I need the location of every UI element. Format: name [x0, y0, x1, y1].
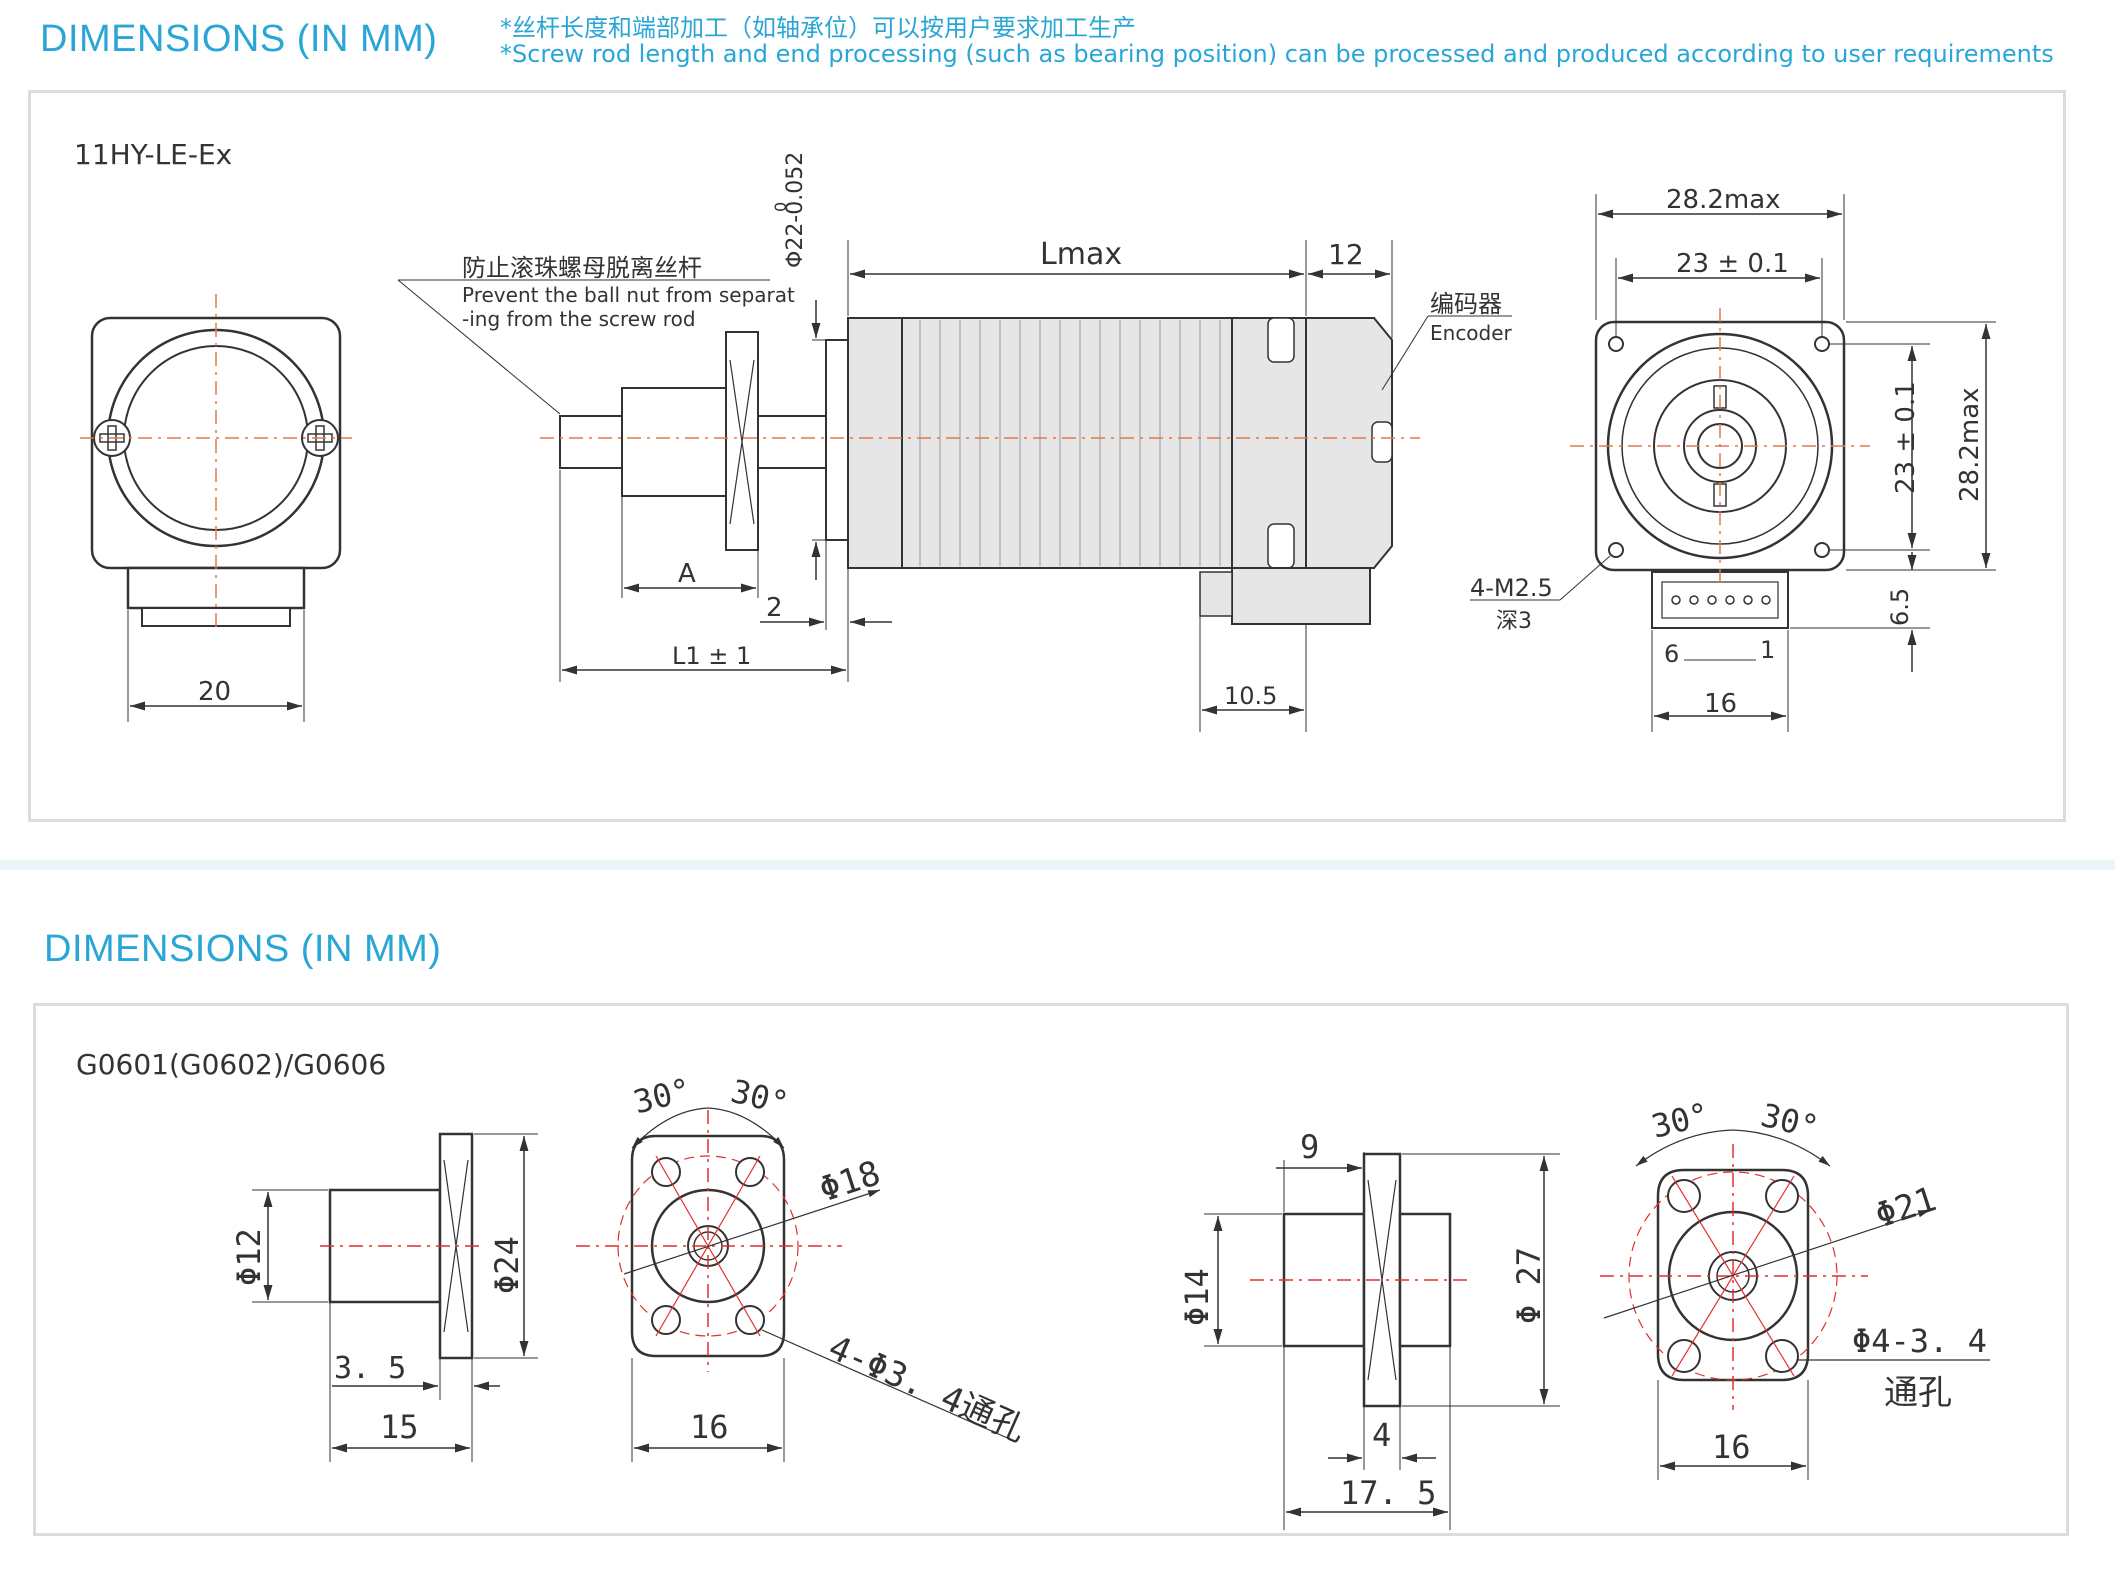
angle-a: 30° [630, 1070, 695, 1121]
dim-16a: 16 [690, 1408, 729, 1446]
hole-a1 [651, 1157, 681, 1187]
dim-15: 15 [380, 1408, 419, 1446]
dim-2: 2 [766, 593, 783, 623]
holes-b2: 通孔 [1884, 1373, 1952, 1413]
phi24: Φ24 [488, 1236, 526, 1294]
dim-16b: 16 [1712, 1428, 1751, 1466]
dim-9: 9 [1300, 1128, 1319, 1166]
note-cn: *丝杆长度和端部加工（如轴承位）可以按用户要求加工生产 [500, 14, 1136, 42]
angle-d: 30° [1757, 1096, 1822, 1147]
hole-a4 [735, 1305, 765, 1335]
phi14: Φ14 [1178, 1268, 1216, 1326]
pin-6: 6 [1664, 640, 1679, 668]
angle-b: 30° [727, 1072, 792, 1123]
mount-hole-tr [1814, 336, 1830, 352]
model-label-top: 11HY-LE-Ex [74, 138, 232, 171]
motor-fins [919, 320, 1221, 566]
phi22-label: Φ22-0.052 [783, 152, 808, 268]
dim-10-5: 10.5 [1224, 682, 1277, 710]
nut-b-side: Φ14 Φ 27 9 4 17. 5 [1178, 1128, 1560, 1530]
nut-a-front: 30° 30° Φ18 4-Φ3. 4通孔 16 [576, 1070, 1032, 1462]
callout-cn: 防止滚珠螺母脱离丝杆 [462, 254, 702, 282]
dim-12: 12 [1328, 238, 1364, 271]
model-label-bottom: G0601(G0602)/G0606 [76, 1048, 386, 1081]
phi22-dim: Φ22-0.052 0 [771, 152, 848, 580]
dim-Lmax: Lmax [1040, 237, 1122, 272]
dim-17-5: 17. 5 [1340, 1474, 1436, 1512]
dim-L1: L1 ± 1 [672, 642, 751, 670]
dim-A: A [678, 559, 696, 589]
section-divider [0, 860, 2115, 870]
rear-view-right: 28.2max 23 ± 0.1 23 ± 0.1 28.2max 6.5 4-… [1470, 185, 1996, 732]
angle-c: 30° [1648, 1095, 1713, 1146]
phi27: Φ 27 [1510, 1247, 1548, 1324]
hole-a3 [651, 1305, 681, 1335]
note-en: *Screw rod length and end processing (su… [500, 40, 2054, 68]
dim-4: 4 [1372, 1416, 1391, 1454]
mount-hole-bl [1608, 542, 1624, 558]
hole-a2 [735, 1157, 765, 1187]
holes-b1: Φ4-3. 4 [1852, 1322, 1987, 1360]
mount-hole-tl [1608, 336, 1624, 352]
front-view-left: 20 [80, 294, 352, 722]
nut-a-side: Φ12 Φ24 3. 5 15 [230, 1132, 538, 1462]
pin-1: 1 [1760, 636, 1775, 664]
nut-b-front: 30° 30° Φ21 Φ4-3. 4 通孔 16 [1600, 1095, 1990, 1480]
phi22-upper: 0 [771, 202, 790, 212]
encoder-en: Encoder [1430, 321, 1513, 345]
dim-28max-top: 28.2max [1666, 185, 1781, 215]
screw-spec: 4-M2.5 [1470, 574, 1553, 602]
dim-16-top: 16 [1704, 689, 1737, 719]
dim-6-5: 6.5 [1886, 588, 1914, 626]
phi12: Φ12 [230, 1228, 268, 1286]
encoder-cn: 编码器 [1430, 290, 1502, 318]
holes-a: 4-Φ3. 4通孔 [822, 1328, 1031, 1450]
callout-en1: Prevent the ball nut from separat [462, 283, 795, 307]
section2-title: DIMENSIONS (IN MM) [44, 928, 442, 970]
dim-20: 20 [198, 677, 231, 707]
dim-28max-side: 28.2max [1955, 387, 1985, 502]
screw-depth: 深3 [1496, 609, 1532, 634]
dim-23-top: 23 ± 0.1 [1676, 249, 1789, 279]
side-view-motor: 防止滚珠螺母脱离丝杆 Prevent the ball nut from sep… [397, 152, 1513, 732]
mount-hole-br [1814, 542, 1830, 558]
phi18: Φ18 [814, 1153, 885, 1210]
section1-title: DIMENSIONS (IN MM) [40, 18, 438, 60]
phi21: Φ21 [1870, 1179, 1941, 1236]
dim-23-side: 23 ± 0.1 [1891, 381, 1921, 494]
callout-en2: -ing from the screw rod [462, 307, 696, 331]
dim-3-5: 3. 5 [334, 1351, 406, 1386]
